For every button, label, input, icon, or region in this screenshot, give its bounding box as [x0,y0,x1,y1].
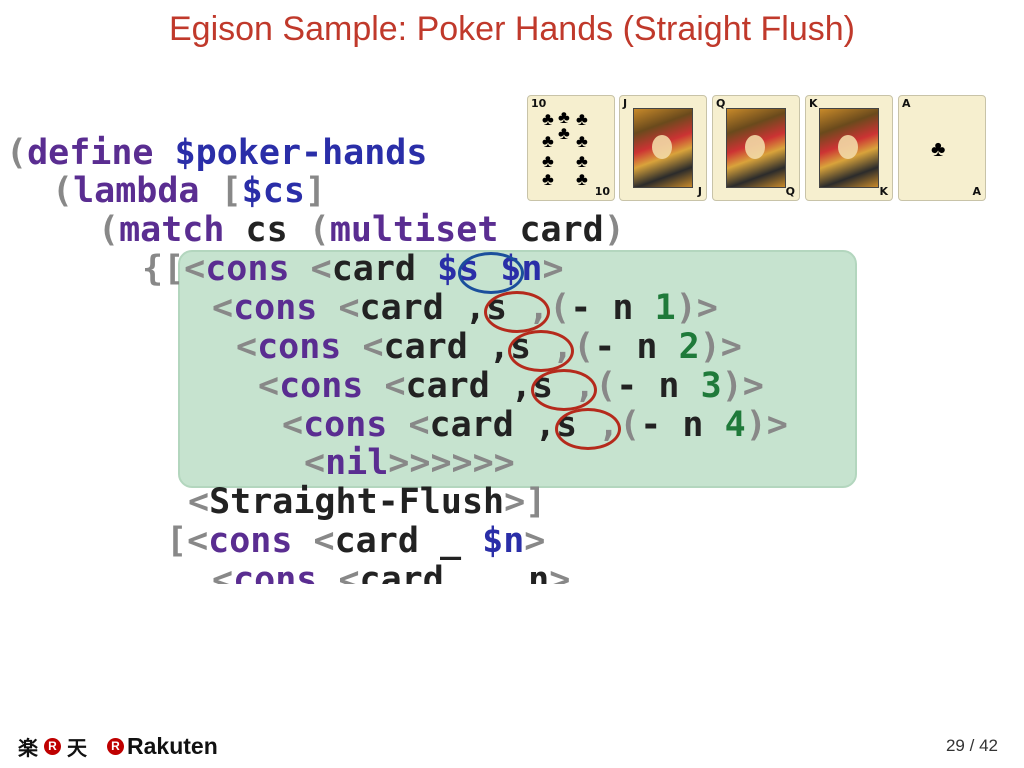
card-jack-of-clubs: J J [619,95,707,201]
blue-circle-annotation [458,252,524,294]
code-line: <cons <card ,s ,(- n 4)> [282,405,788,445]
pattern-highlight-box [178,250,857,488]
card-rank: 10 [594,185,610,198]
card-rank: 10 [531,97,547,110]
card-rank: A [972,185,981,198]
king-face-illustration [819,108,879,188]
club-icon: ♣ [542,109,554,129]
club-icon: ♣ [576,169,588,189]
card-rank: Q [716,97,726,110]
card-pips: ♣ ♣ ♣ ♣ ♣ ♣ ♣ ♣ ♣ ♣ [542,107,600,189]
code-line: [<cons <card _ $n> [166,521,546,561]
card-rank: J [697,185,702,198]
club-icon: ♣ [576,151,588,171]
red-circle-annotation [555,408,621,450]
club-icon: ♣ [931,136,946,161]
code-line: <nil>>>>>> [304,443,515,483]
code-line: (match cs (multiset card) [98,210,625,250]
club-icon: ♣ [558,107,570,127]
code-line: <cons <card _ ,n> [212,560,571,585]
red-circle-annotation [508,330,574,372]
jack-face-illustration [633,108,693,188]
card-rank: Q [785,185,795,198]
club-icon: ♣ [542,169,554,189]
queen-face-illustration [726,108,786,188]
code-block: (define $poker-hands (lambda [$cs] (matc… [0,128,1024,584]
rakuten-r-icon: R [107,737,124,755]
club-icon: ♣ [542,151,554,171]
code-line: <cons <card ,s ,(- n 1)> [212,288,718,328]
logo-jp-char: 天 [67,735,87,760]
code-line: <cons <card ,s ,(- n 2)> [236,327,742,367]
page-number: 29 / 42 [945,736,998,755]
logo-jp-char: 楽 [18,735,38,760]
card-ace-of-clubs: A ♣ A [898,95,986,201]
code-line: <cons <card ,s ,(- n 3)> [258,366,764,406]
club-icon: ♣ [576,109,588,129]
code-line: (lambda [$cs] [52,171,326,211]
card-ten-of-clubs: 10 ♣ ♣ ♣ ♣ ♣ ♣ ♣ ♣ ♣ ♣ 10 [527,95,615,201]
card-queen-of-clubs: Q Q [712,95,800,201]
card-rank: J [623,97,628,110]
card-row: 10 ♣ ♣ ♣ ♣ ♣ ♣ ♣ ♣ ♣ ♣ 10 J J Q Q K K A … [527,95,986,201]
rakuten-r-icon: R [44,737,61,755]
card-rank: K [809,97,818,110]
card-rank: A [902,97,911,110]
code-line: (define $poker-hands [6,133,428,173]
code-line: <Straight-Flush>] [188,482,547,522]
club-icon: ♣ [576,131,588,151]
slide-title: Egison Sample: Poker Hands (Straight Flu… [169,10,855,48]
card-rank: K [879,185,888,198]
club-icon: ♣ [542,131,554,151]
red-circle-annotation [531,369,597,411]
red-circle-annotation [484,291,550,333]
card-king-of-clubs: K K [805,95,893,201]
club-icon: ♣ [558,123,570,143]
